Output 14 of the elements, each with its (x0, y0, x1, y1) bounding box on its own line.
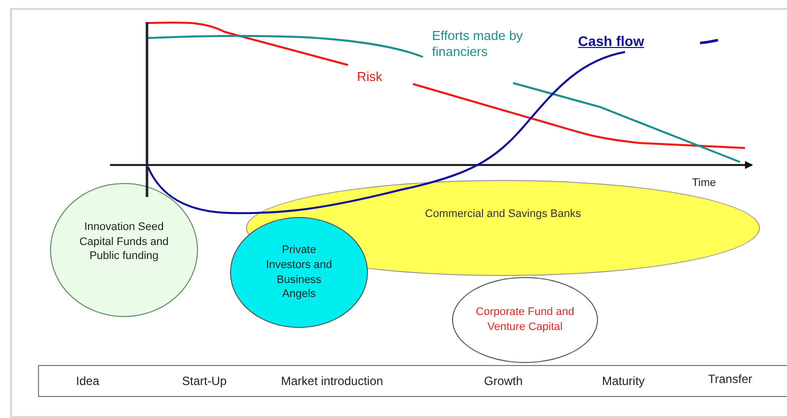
legend-label: Cash flow (578, 33, 644, 49)
stage-label: Maturity (602, 374, 645, 388)
stage-label: Market introduction (281, 374, 384, 388)
curve-label: Efforts made by financiers (432, 28, 524, 60)
node-label: Private Investors and Business Angels (264, 242, 334, 302)
stage-label: Idea (76, 374, 100, 388)
axis-label: Time (692, 177, 716, 190)
node-label: Corporate Fund and Venture Capital (474, 305, 576, 335)
curve-label: Risk (357, 69, 382, 85)
stage-label: Transfer (708, 372, 752, 386)
stage-label: Growth (484, 374, 523, 388)
node-label: Commercial and Savings Banks (424, 206, 582, 222)
stage-label: Start-Up (182, 374, 227, 388)
node-label: Innovation Seed Capital Funds and Public funding (78, 220, 170, 264)
